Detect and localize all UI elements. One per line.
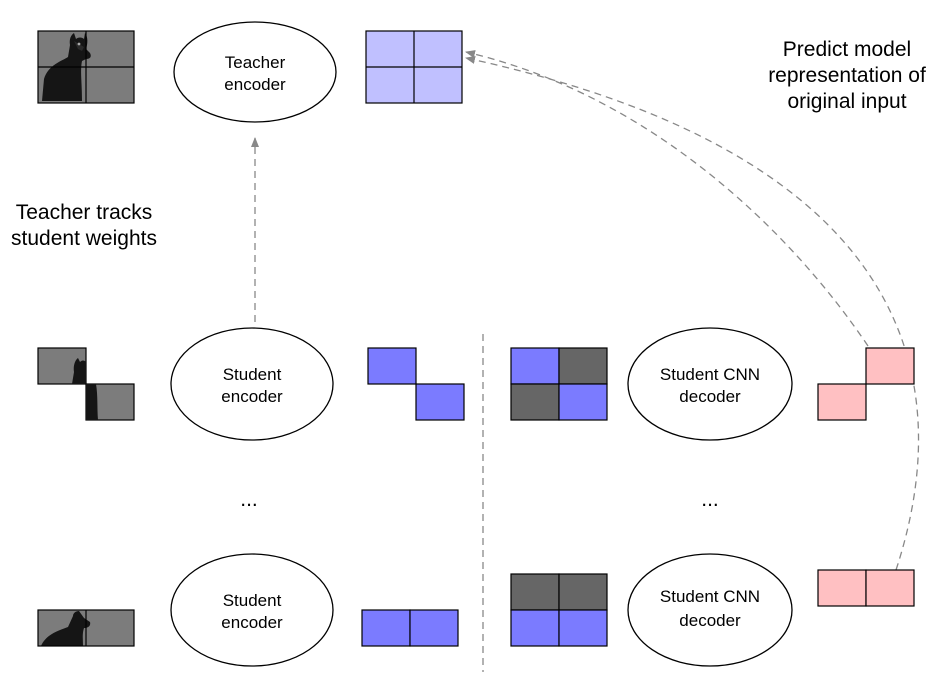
teacher-representation-grid	[365, 30, 463, 104]
svg-text:encoder: encoder	[221, 613, 283, 632]
dog-photo-icon	[86, 384, 98, 420]
svg-text:Student: Student	[223, 591, 282, 610]
prediction-patches-2	[817, 569, 915, 607]
prediction-arrow-2	[465, 56, 920, 571]
ellipsis-left: ...	[240, 488, 258, 511]
svg-text:Student CNN: Student CNN	[660, 587, 760, 606]
teacher-encoder-line2: encoder	[224, 75, 286, 94]
svg-text:Teacher tracks: Teacher tracks	[16, 201, 153, 224]
svg-text:Student CNN: Student CNN	[660, 365, 760, 384]
svg-text:student weights: student weights	[11, 227, 157, 250]
prediction-arrow-1	[465, 50, 869, 347]
teacher-encoder-line1: Teacher	[225, 53, 286, 72]
dog-photo-icon	[72, 358, 86, 384]
svg-text:representation of: representation of	[768, 64, 926, 87]
student-encoder-node-1: Student encoder	[170, 327, 334, 441]
student-input-image-1	[37, 347, 135, 421]
student-representation-1	[367, 347, 465, 421]
svg-text:Predict model: Predict model	[783, 38, 911, 61]
student-decoder-node-2: Student CNN decoder	[627, 553, 793, 667]
dog-photo-icon	[41, 611, 91, 646]
svg-text:original input: original input	[787, 90, 906, 113]
student-encoder-node-2: Student encoder	[170, 553, 334, 667]
teacher-tracks-annotation: Teacher tracks student weights	[11, 201, 157, 250]
decoder-input-grid-1	[510, 347, 608, 421]
svg-text:decoder: decoder	[679, 387, 741, 406]
teacher-input-image	[37, 30, 135, 104]
svg-text:Student: Student	[223, 365, 282, 384]
svg-text:decoder: decoder	[679, 611, 741, 630]
decoder-input-grid-2	[510, 573, 608, 647]
ellipsis-right: ...	[701, 488, 719, 511]
student-representation-2	[361, 609, 459, 647]
teacher-encoder-node: Teacher encoder	[173, 21, 337, 123]
svg-text:encoder: encoder	[221, 387, 283, 406]
student-input-image-2	[37, 609, 135, 647]
predict-annotation: Predict model representation of original…	[768, 38, 926, 113]
student-decoder-node-1: Student CNN decoder	[627, 327, 793, 441]
prediction-patches-1	[817, 347, 915, 421]
